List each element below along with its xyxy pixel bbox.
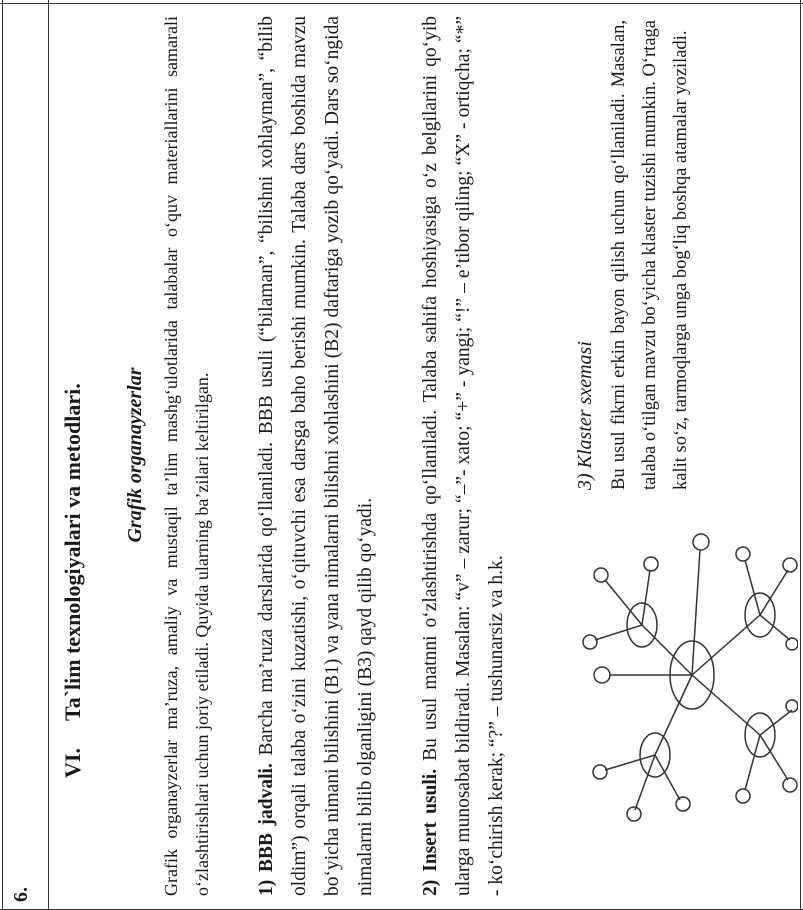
insert-text: Bu usul matnni o‘zlashtirishda qo‘llanil…	[420, 15, 507, 896]
cluster-leaf	[782, 557, 798, 573]
row-number: 6.	[10, 887, 32, 902]
cluster-paragraph: Bu usul fikrni erkin bayon qilish uchun …	[609, 20, 691, 490]
table-border-bottom	[800, 0, 801, 910]
section-roman-numeral: VI.	[60, 748, 85, 778]
content-cell: VI. Ta`lim texnologiyalari va metodlari.…	[52, 0, 798, 910]
cluster-leaf-branch	[744, 559, 761, 616]
table-column-divider	[48, 0, 49, 910]
cluster-leaf-branch	[604, 579, 643, 626]
cluster-leaf-branch	[759, 614, 791, 641]
cluster-leaf-branch	[641, 569, 651, 626]
cluster-central-node	[669, 640, 715, 710]
cluster-leaf	[592, 764, 608, 780]
insert-lead: 2) Insert usuli.	[420, 768, 441, 896]
cluster-leaf-branch	[759, 709, 793, 736]
cluster-leaf	[735, 546, 751, 562]
cluster-leaf	[626, 806, 642, 822]
cluster-node	[744, 592, 776, 638]
cluster-node	[626, 602, 658, 648]
bbb-paragraph: 1) BBB jadvali. Barcha ma’ruza darslarid…	[250, 16, 382, 896]
cluster-leaf	[692, 533, 710, 551]
cluster-leaf	[593, 567, 609, 583]
intro-paragraph: Grafik organayzerlar ma’ruza, amaliy va …	[161, 16, 212, 896]
cluster-branch	[691, 549, 701, 676]
bbb-lead: 1) BBB jadvali.	[256, 763, 277, 896]
cluster-leaf	[785, 699, 798, 713]
cluster-leaf-branch	[744, 734, 761, 791]
cluster-leaf	[593, 666, 611, 684]
cluster-leaf	[582, 634, 598, 650]
cluster-title: 3) Klaster sxemasi	[574, 341, 596, 490]
cluster-leaf-branch	[634, 754, 656, 811]
row-number-cell: 6.	[0, 0, 48, 910]
cluster-leaf	[643, 556, 659, 572]
cluster-leaf-branch	[594, 624, 643, 641]
cluster-leaf-branch	[759, 734, 789, 781]
cluster-leaf	[782, 777, 798, 793]
cluster-leaf-branch	[654, 754, 681, 801]
cluster-branch	[691, 614, 761, 676]
section-title-text: Ta`lim texnologiyalari va metodlari.	[60, 383, 85, 721]
section-title: VI. Ta`lim texnologiyalari va metodlari.	[60, 383, 86, 778]
cluster-leaf	[735, 788, 751, 804]
cluster-branch	[641, 624, 693, 676]
cluster-node	[639, 732, 671, 778]
cluster-leaf-branch	[759, 569, 789, 616]
cluster-diagram	[582, 533, 798, 822]
cluster-leaf	[785, 637, 798, 651]
cluster-leaf	[675, 796, 691, 812]
subheading: Grafik organayzerlar	[124, 367, 146, 543]
cluster-branch	[691, 674, 761, 736]
cluster-branch	[654, 674, 693, 756]
cluster-node	[744, 712, 776, 758]
insert-paragraph: 2) Insert usuli. Bu usul matnni o‘zlasht…	[414, 16, 513, 896]
cluster-leaf-branch	[604, 754, 656, 771]
